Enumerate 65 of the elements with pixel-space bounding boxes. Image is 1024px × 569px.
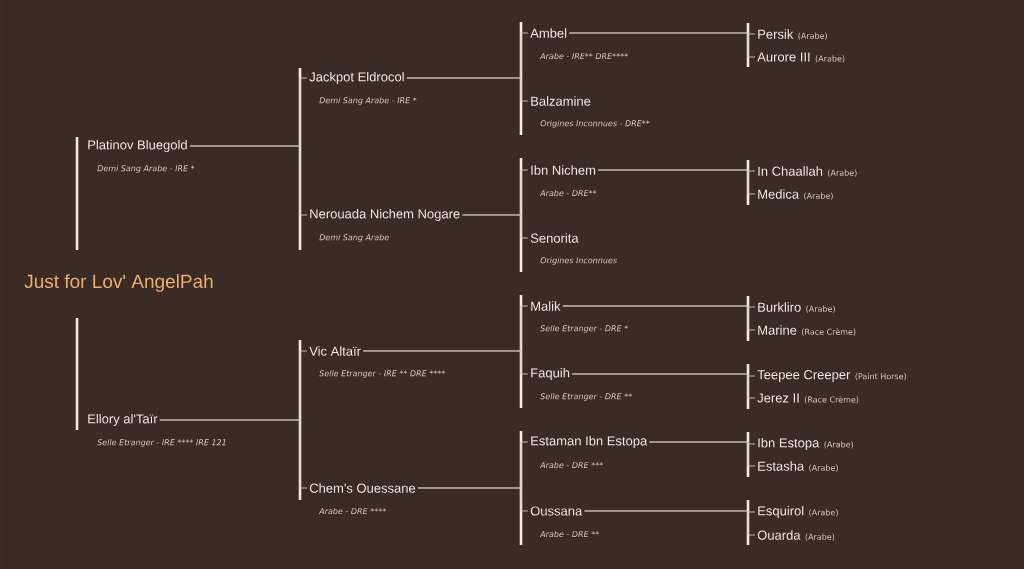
breed-text: Demi Sang Arabe - IRE *: [319, 97, 417, 105]
connector-line: [417, 487, 529, 512]
breed-text: Arabe - DRE ***: [539, 461, 603, 469]
breed-text: Arabe - DRE**: [539, 189, 597, 197]
connector-line: [562, 305, 756, 331]
breed-text: Selle Etranger - IRE ** DRE ****: [319, 370, 445, 378]
breed-text: Origines Inconnues - DRE**: [540, 120, 650, 128]
horse-name: Jerez II: [757, 393, 799, 403]
connector-line: [649, 441, 756, 467]
horse-name: Jackpot Eldrocol: [309, 71, 404, 85]
horse-name: Just for Lov' AngelPah: [24, 274, 213, 292]
horse-name: Marine: [758, 325, 797, 335]
horse-name: Ibn Estopa: [758, 437, 820, 451]
breed-text: Selle Etranger - IRE **** IRE 121: [97, 439, 226, 447]
breed-text: Arabe - DRE **: [539, 530, 599, 538]
breed-text: (Arabe): [824, 441, 853, 449]
breed-text: (Race Crème): [802, 328, 856, 336]
horse-name: Nerouada Nichem Nogare: [310, 208, 460, 222]
horse-name: Chem's Ouessane: [309, 483, 416, 493]
connector-line: [159, 419, 308, 489]
breed-text: Demi Sang Arabe: [319, 234, 389, 242]
breed-text: (Arabe): [809, 464, 838, 472]
connector-line: [462, 214, 529, 239]
horse-name: Oussana: [530, 506, 583, 516]
horse-name: Persik: [758, 29, 794, 39]
connector-line: [584, 510, 756, 536]
connector-line: [189, 145, 308, 216]
horse-name: Ellory al'Taïr: [88, 413, 158, 427]
horse-name: Ouarda: [757, 530, 801, 540]
connector-line: [362, 350, 529, 375]
horse-name: Platinov Bluegold: [88, 139, 187, 153]
breed-text: (Arabe): [804, 192, 833, 200]
horse-name: Esquirol: [758, 505, 804, 519]
horse-name: In Chaallah: [758, 166, 823, 176]
breed-text: (Arabe): [805, 533, 835, 541]
breed-text: (Arabe): [815, 55, 845, 63]
breed-text: (Arabe): [798, 32, 827, 40]
horse-name: Vic Altaïr: [309, 346, 361, 356]
horse-name: Malik: [531, 301, 561, 311]
horse-name: Faquih: [531, 367, 570, 381]
horse-name: Aurore III: [757, 52, 810, 62]
breed-text: (Race Crème): [804, 396, 859, 404]
connector-line: [406, 77, 529, 102]
horse-name: Senorita: [530, 233, 579, 243]
breed-text: (Arabe): [828, 169, 857, 177]
horse-name: Estaman Ibn Estopa: [531, 435, 648, 449]
breed-text: Arabe - DRE ****: [318, 507, 386, 515]
breed-text: Selle Etranger - DRE **: [540, 393, 632, 401]
connector-line: [568, 32, 756, 58]
breed-text: (Arabe): [806, 305, 835, 313]
horse-name: Medica: [758, 189, 800, 199]
horse-name: Burkliro: [758, 302, 801, 312]
breed-text: Origines Inconnues: [540, 257, 617, 265]
connector-line: [571, 373, 756, 399]
horse-name: Estasha: [758, 461, 805, 471]
breed-text: Selle Etranger - DRE *: [540, 325, 628, 333]
horse-name: Ibn Nichem: [531, 165, 596, 175]
breed-text: Arabe - IRE** DRE****: [539, 52, 628, 60]
breed-text: (Paint Horse): [855, 373, 906, 381]
horse-name: Balzamine: [531, 96, 591, 106]
horse-name: Ambel: [530, 28, 567, 38]
connector-line: [597, 169, 756, 195]
horse-name: Teepee Creeper: [757, 370, 851, 382]
breed-text: Demi Sang Arabe - IRE *: [97, 165, 195, 173]
breed-text: (Arabe): [809, 509, 838, 517]
